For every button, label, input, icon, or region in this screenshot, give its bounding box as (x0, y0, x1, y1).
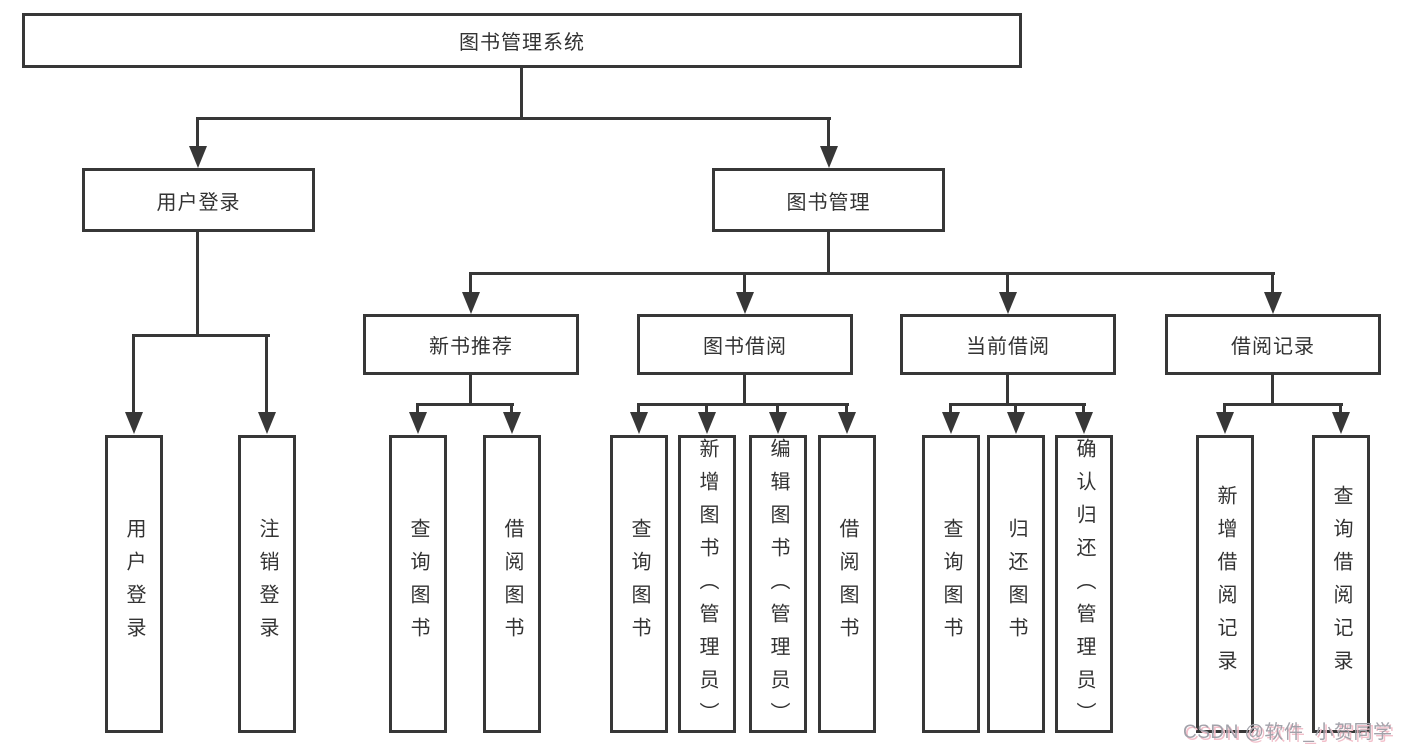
leaf-query-books-borrowing-label: 查询图书 (628, 518, 650, 650)
connector-line (1082, 403, 1085, 416)
arrow-down-icon (258, 412, 276, 434)
leaf-query-books-recommend-label: 查询图书 (407, 518, 429, 650)
connector-line (827, 232, 830, 275)
leaf-logout-label: 注销登录 (256, 518, 278, 650)
connector-line (1006, 375, 1009, 406)
connector-line (416, 403, 419, 416)
leaf-return-books-label: 归还图书 (1005, 518, 1027, 650)
arrow-down-icon (838, 412, 856, 434)
connector-line (132, 334, 270, 337)
leaf-add-books-admin: 新增图书（管理员） (678, 435, 736, 735)
csdn-watermark: CSDN @软件_小贺同学 (1183, 722, 1393, 743)
leaf-user-login-label: 用户登录 (123, 518, 145, 650)
connector-line (827, 117, 830, 150)
connector-line (510, 403, 513, 416)
node-current-borrowing: 当前借阅 (900, 314, 1116, 375)
leaf-return-books: 归还图书 (987, 435, 1045, 733)
connector-line (1223, 403, 1343, 406)
node-library-management-system-label: 图书管理系统 (459, 32, 585, 54)
arrow-down-icon (125, 412, 143, 434)
leaf-borrow-books-label: 借阅图书 (836, 518, 858, 650)
connector-line (845, 403, 848, 416)
leaf-add-borrow-record: 新增借阅记录 (1196, 435, 1254, 733)
leaf-query-books-current: 查询图书 (922, 435, 980, 733)
arrow-down-icon (503, 412, 521, 434)
arrow-down-icon (698, 412, 716, 434)
arrow-down-icon (1332, 412, 1350, 434)
arrow-down-icon (736, 292, 754, 314)
node-new-book-recommendation-label: 新书推荐 (429, 336, 513, 358)
node-book-borrowing: 图书借阅 (637, 314, 853, 375)
connector-line (949, 403, 1086, 406)
connector-line (196, 232, 199, 337)
connector-line (1271, 272, 1274, 296)
connector-line (469, 272, 1275, 275)
node-current-borrowing-label: 当前借阅 (966, 336, 1050, 358)
connector-line (469, 375, 472, 406)
leaf-query-books-borrowing: 查询图书 (610, 435, 668, 733)
arrow-down-icon (189, 146, 207, 168)
connector-line (1014, 403, 1017, 416)
leaf-add-borrow-record-label: 新增借阅记录 (1214, 485, 1236, 683)
leaf-confirm-return-admin: 确认归还（管理员） (1055, 435, 1113, 735)
node-borrowing-records-label: 借阅记录 (1231, 336, 1315, 358)
connector-line (1223, 403, 1226, 416)
node-book-management-label: 图书管理 (786, 191, 871, 214)
arrow-down-icon (462, 292, 480, 314)
arrow-down-icon (1264, 292, 1282, 314)
arrow-down-icon (1007, 412, 1025, 434)
node-user-login-label: 用户登录 (156, 191, 241, 214)
leaf-query-books-current-label: 查询图书 (940, 518, 962, 650)
leaf-borrow-books: 借阅图书 (818, 435, 876, 733)
connector-line (132, 334, 135, 416)
leaf-confirm-return-admin-label: 确认归还（管理员） (1073, 438, 1095, 735)
connector-line (743, 272, 746, 296)
node-user-login: 用户登录 (82, 168, 315, 232)
node-new-book-recommendation: 新书推荐 (363, 314, 579, 375)
leaf-add-books-admin-label: 新增图书（管理员） (696, 438, 718, 735)
connector-line (949, 403, 952, 416)
connector-line (1339, 403, 1342, 416)
leaf-query-borrow-record-label: 查询借阅记录 (1330, 485, 1352, 683)
connector-line (776, 403, 779, 416)
node-library-management-system: 图书管理系统 (22, 13, 1022, 68)
arrow-down-icon (820, 146, 838, 168)
arrow-down-icon (942, 412, 960, 434)
connector-line (1271, 375, 1274, 406)
connector-line (265, 334, 268, 416)
connector-line (743, 375, 746, 406)
connector-line (196, 117, 831, 120)
leaf-query-borrow-record: 查询借阅记录 (1312, 435, 1370, 733)
arrow-down-icon (769, 412, 787, 434)
node-book-management: 图书管理 (712, 168, 945, 232)
node-book-borrowing-label: 图书借阅 (703, 336, 787, 358)
node-borrowing-records: 借阅记录 (1165, 314, 1381, 375)
connector-line (1006, 272, 1009, 296)
arrow-down-icon (1075, 412, 1093, 434)
leaf-edit-books-admin-label: 编辑图书（管理员） (767, 438, 789, 735)
connector-line (416, 403, 514, 406)
arrow-down-icon (999, 292, 1017, 314)
arrow-down-icon (1216, 412, 1234, 434)
leaf-user-login: 用户登录 (105, 435, 163, 733)
connector-line (520, 68, 523, 120)
arrow-down-icon (409, 412, 427, 434)
connector-line (637, 403, 640, 416)
connector-line (705, 403, 708, 416)
arrow-down-icon (630, 412, 648, 434)
leaf-query-books-recommend: 查询图书 (389, 435, 447, 733)
connector-line (196, 117, 199, 150)
connector-line (469, 272, 472, 296)
leaf-borrow-books-recommend-label: 借阅图书 (501, 518, 523, 650)
connector-line (637, 403, 849, 406)
leaf-edit-books-admin: 编辑图书（管理员） (749, 435, 807, 735)
leaf-borrow-books-recommend: 借阅图书 (483, 435, 541, 733)
leaf-logout: 注销登录 (238, 435, 296, 733)
